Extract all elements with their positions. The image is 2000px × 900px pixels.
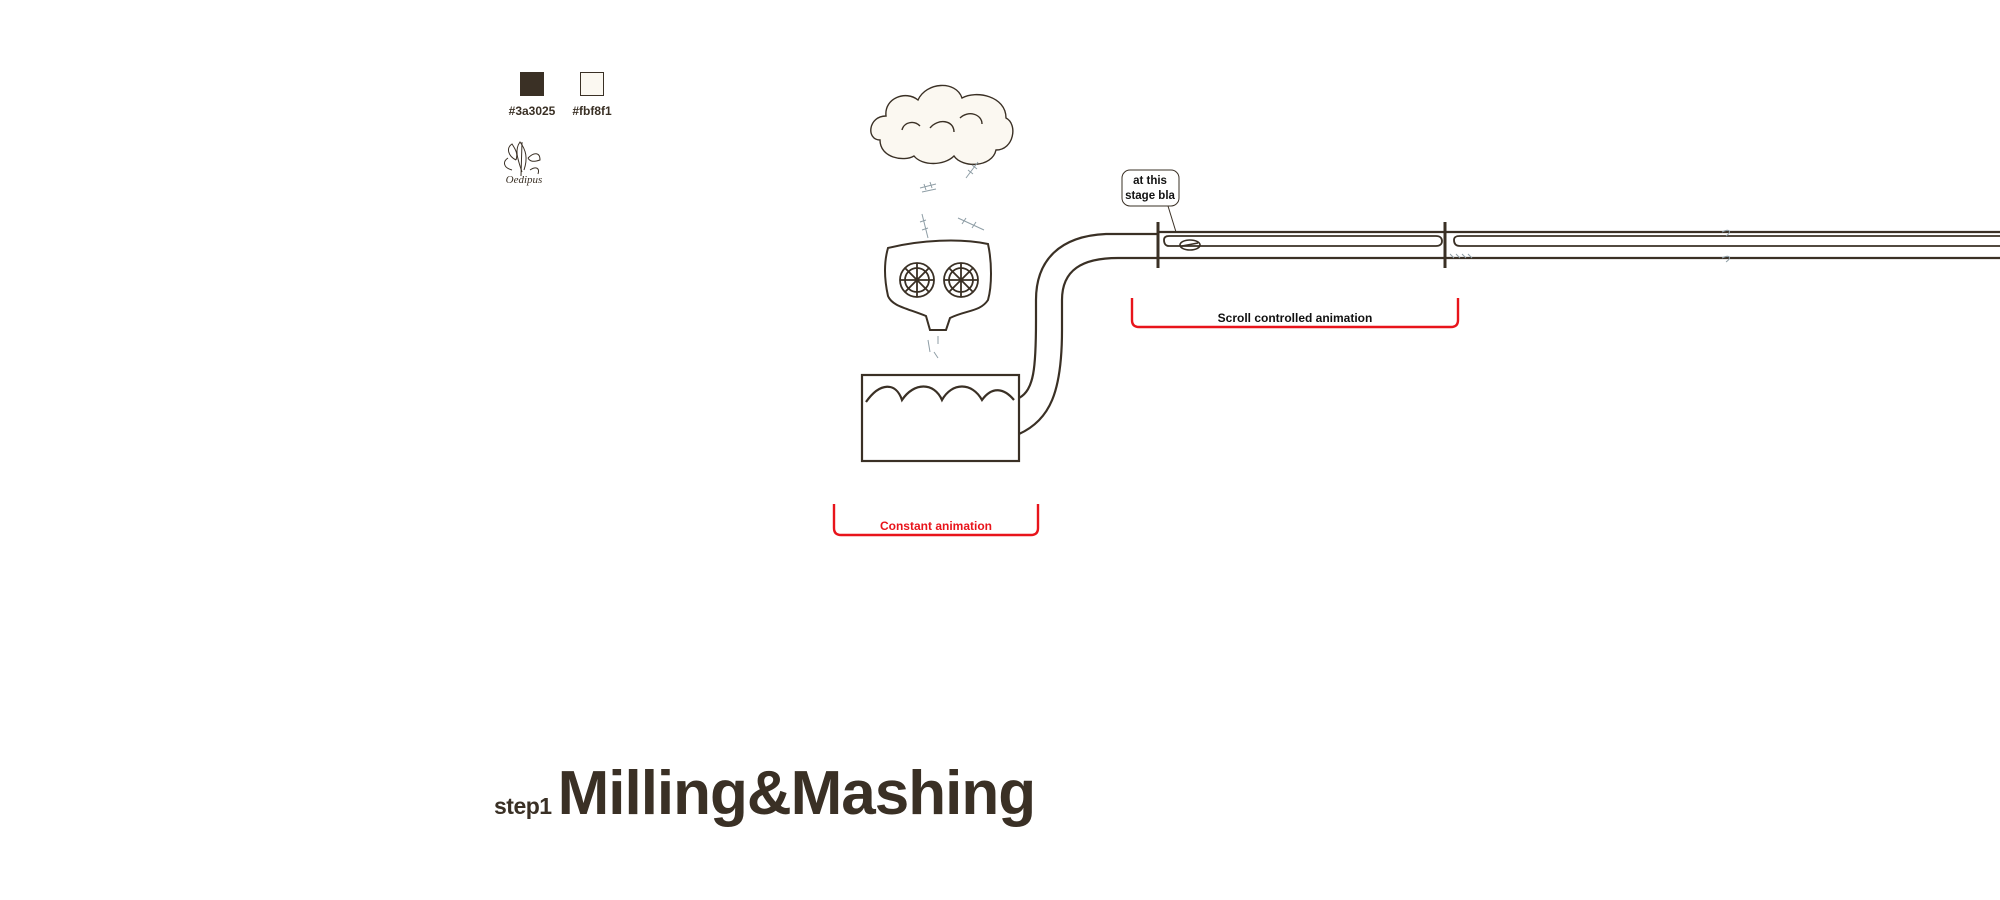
swatch-chip-light xyxy=(580,72,604,96)
logo-wordmark: Oedipus xyxy=(506,174,543,186)
color-swatch-dark: #3a3025 xyxy=(502,72,562,118)
scroll-animation-label: Scroll controlled animation xyxy=(1218,311,1373,325)
swatch-label-dark: #3a3025 xyxy=(508,104,556,118)
mill-gear-icon xyxy=(884,239,992,331)
bubble-text-line2: stage bla xyxy=(1125,190,1175,202)
grain-icon-1 xyxy=(919,181,937,193)
speech-bubble: at this stage bla xyxy=(1121,169,1180,233)
gear-left xyxy=(899,262,935,298)
cloud-icon xyxy=(870,84,1014,165)
horizontal-tube xyxy=(1156,222,2000,268)
constant-animation-label: Constant animation xyxy=(880,519,992,533)
pipe-icon xyxy=(1018,232,1158,436)
step-name: Milling&Mashing xyxy=(557,759,1037,828)
mash-tank-icon xyxy=(860,373,1021,463)
constant-animation-bracket: Constant animation xyxy=(832,504,1040,537)
grain-icon-3 xyxy=(919,213,929,239)
grain-icon-4 xyxy=(957,217,985,231)
swatch-chip-dark xyxy=(520,72,544,96)
color-swatch-light: #fbf8f1 xyxy=(562,72,622,118)
step-title: step1Milling&Mashing xyxy=(494,758,1037,829)
seed-icon xyxy=(1179,239,1201,251)
scroll-animation-bracket: Scroll controlled animation xyxy=(1130,298,1460,329)
gear-right xyxy=(943,262,979,298)
hop-icon xyxy=(504,141,541,177)
grain-icon-2 xyxy=(965,161,979,179)
bubble-text-line1: at this xyxy=(1133,175,1167,187)
step-number: step1 xyxy=(494,793,552,819)
grain-icon-7 xyxy=(927,336,939,359)
oedipus-logo: Oedipus xyxy=(504,141,543,186)
swatch-label-light: #fbf8f1 xyxy=(572,104,612,118)
